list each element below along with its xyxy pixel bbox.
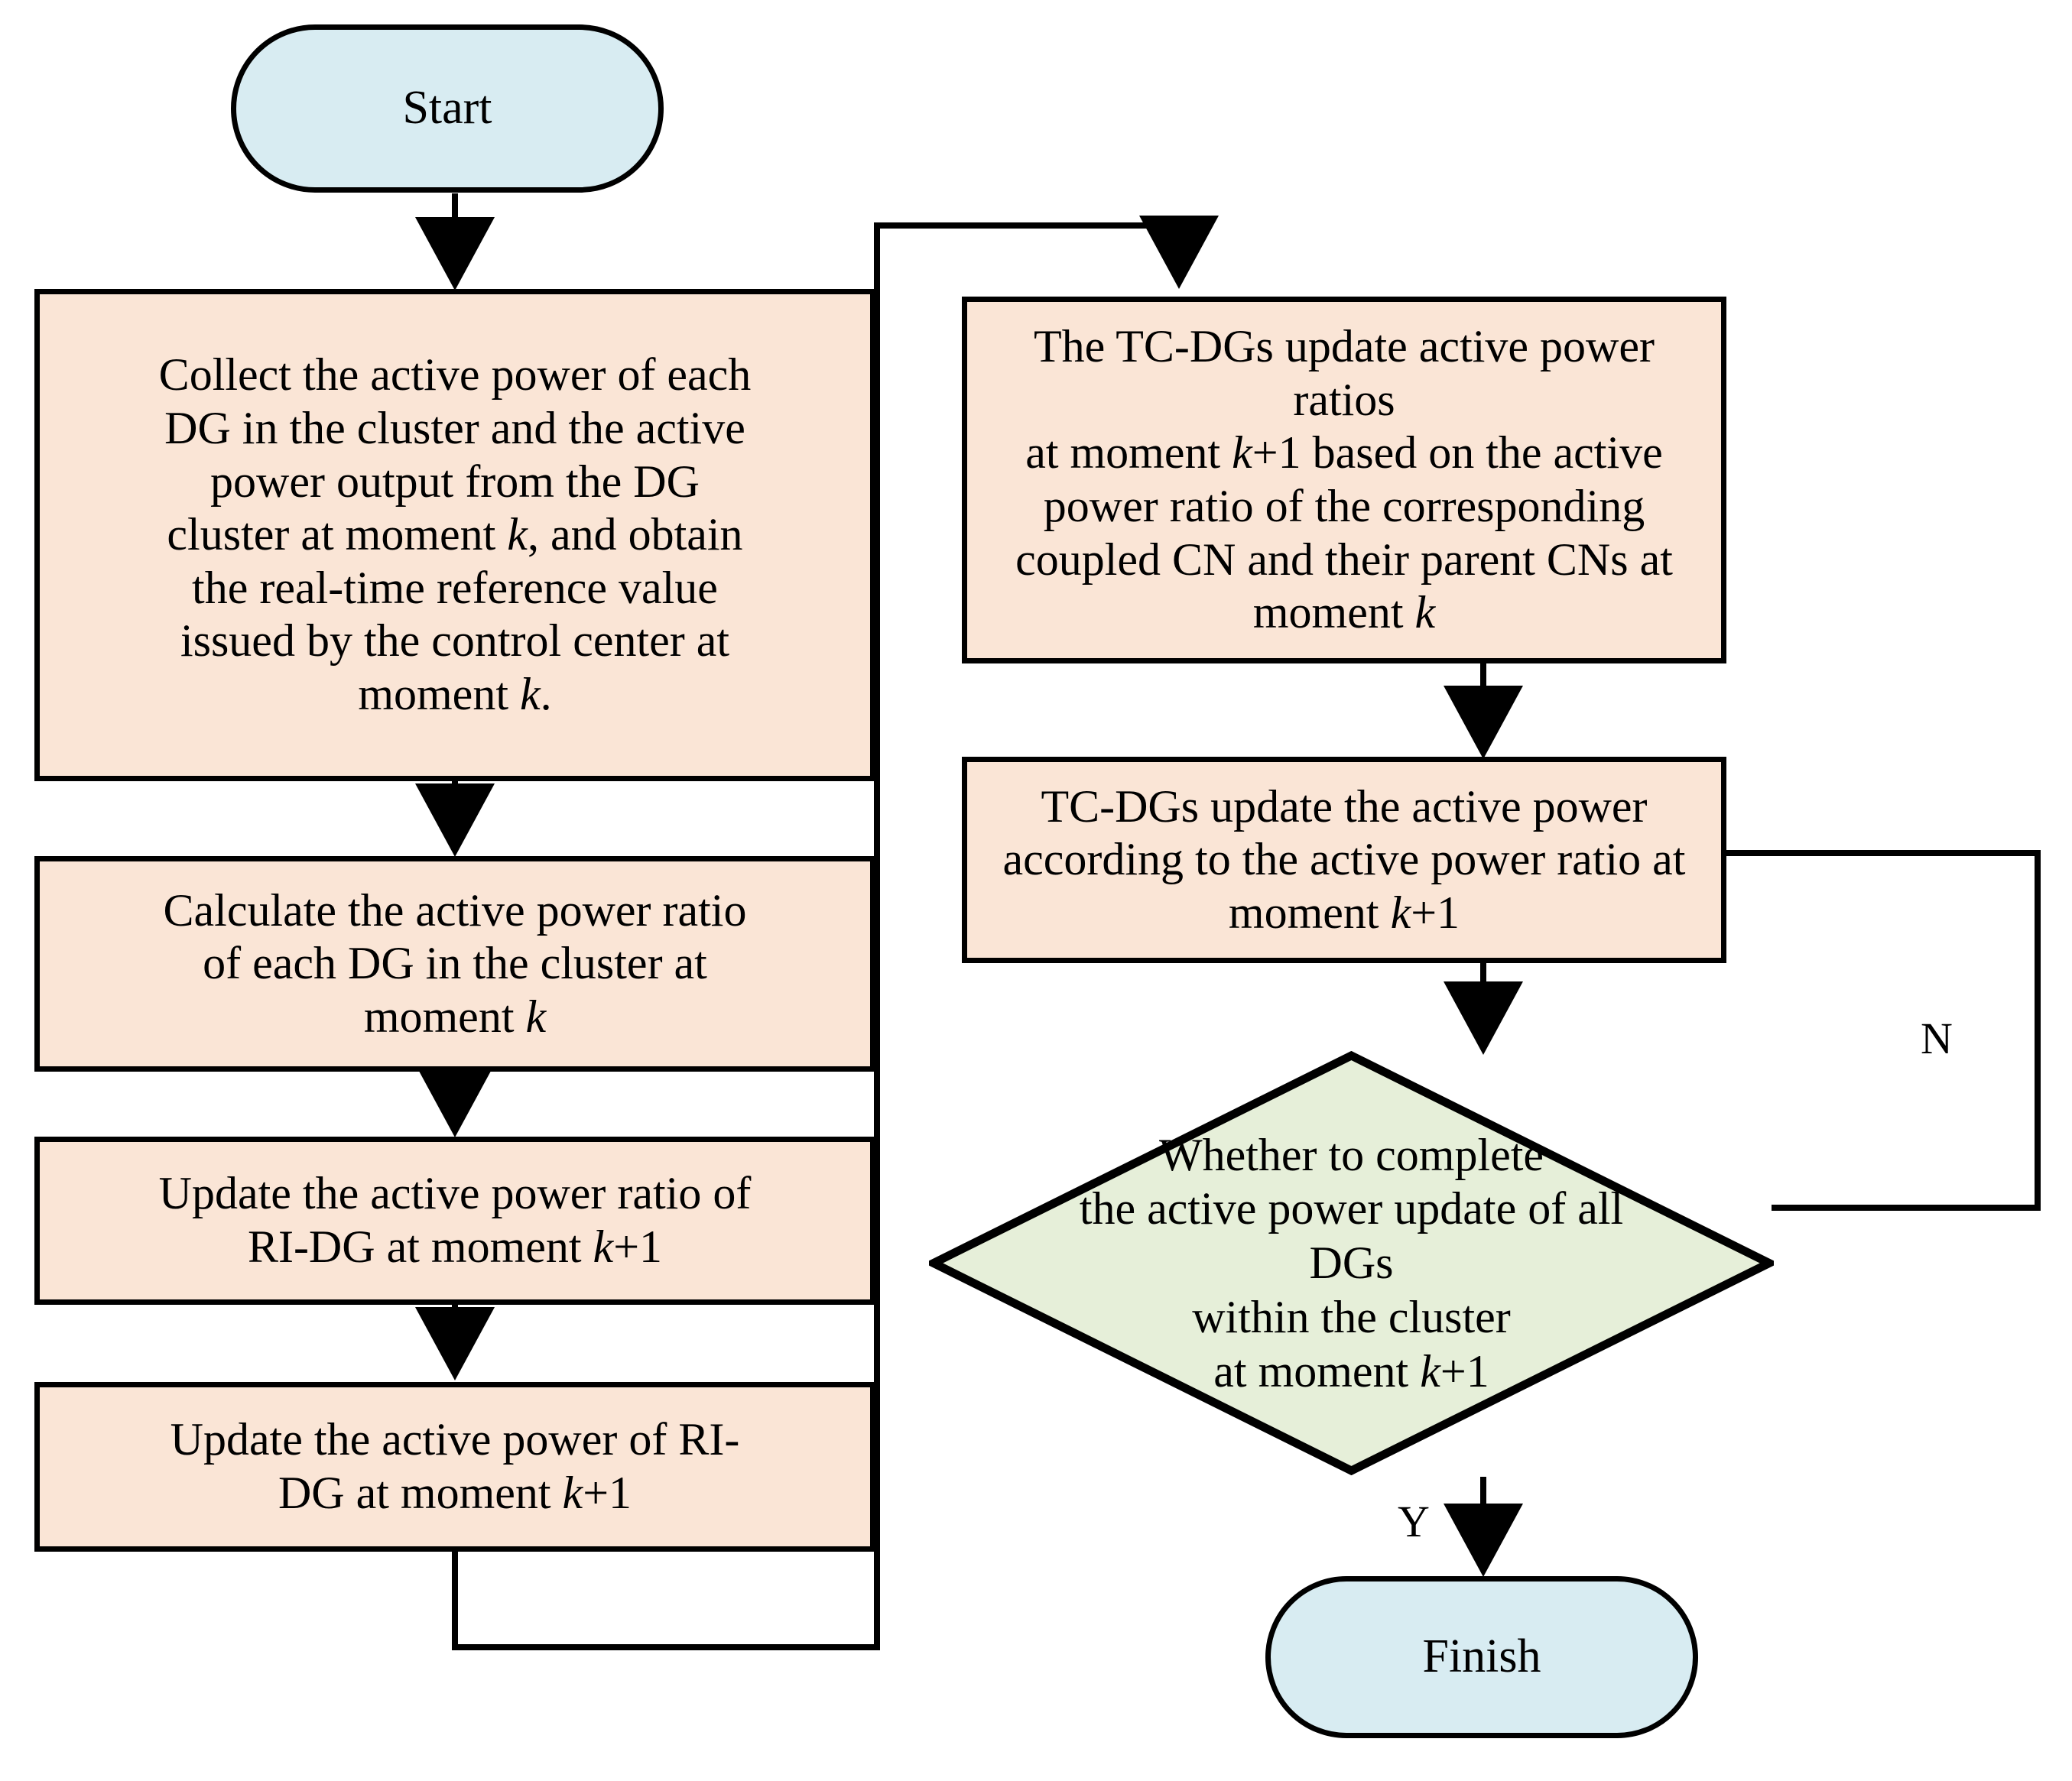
node-update-power-ridg[interactable]: Update the active power of RI- DG at mom… <box>34 1382 875 1552</box>
node-decision-complete-update[interactable]: Whether to complete the active power upd… <box>929 1051 1774 1475</box>
node-collect-active-power[interactable]: Collect the active power of each DG in t… <box>34 289 875 781</box>
node-update-ratio-ridg[interactable]: Update the active power ratio of RI-DG a… <box>34 1137 875 1305</box>
node-finish-label: Finish <box>1422 1630 1541 1683</box>
edge-label-no: N <box>1921 1014 1953 1063</box>
node-update-ratio-ridg-label: Update the active power ratio of RI-DG a… <box>158 1168 752 1272</box>
node-tcdg-update-power[interactable]: TC-DGs update the active power according… <box>962 757 1726 963</box>
node-decision-complete-update-label: Whether to complete the active power upd… <box>1079 1129 1624 1397</box>
node-calculate-power-ratio[interactable]: Calculate the active power ratio of each… <box>34 856 875 1072</box>
node-tcdg-update-ratios-label: The TC-DGs update active power ratios at… <box>1015 321 1673 638</box>
decision-diamond-shape <box>929 1051 1774 1475</box>
node-update-power-ridg-label: Update the active power of RI- DG at mom… <box>170 1414 740 1518</box>
node-start-label: Start <box>402 82 492 135</box>
node-collect-active-power-label: Collect the active power of each DG in t… <box>158 349 752 719</box>
node-finish[interactable]: Finish <box>1265 1576 1698 1738</box>
node-tcdg-update-power-label: TC-DGs update the active power according… <box>1002 780 1686 938</box>
node-start[interactable]: Start <box>231 24 664 193</box>
node-calculate-power-ratio-label: Calculate the active power ratio of each… <box>163 884 747 1042</box>
edge-label-yes: Y <box>1398 1497 1430 1546</box>
node-tcdg-update-ratios[interactable]: The TC-DGs update active power ratios at… <box>962 297 1726 663</box>
